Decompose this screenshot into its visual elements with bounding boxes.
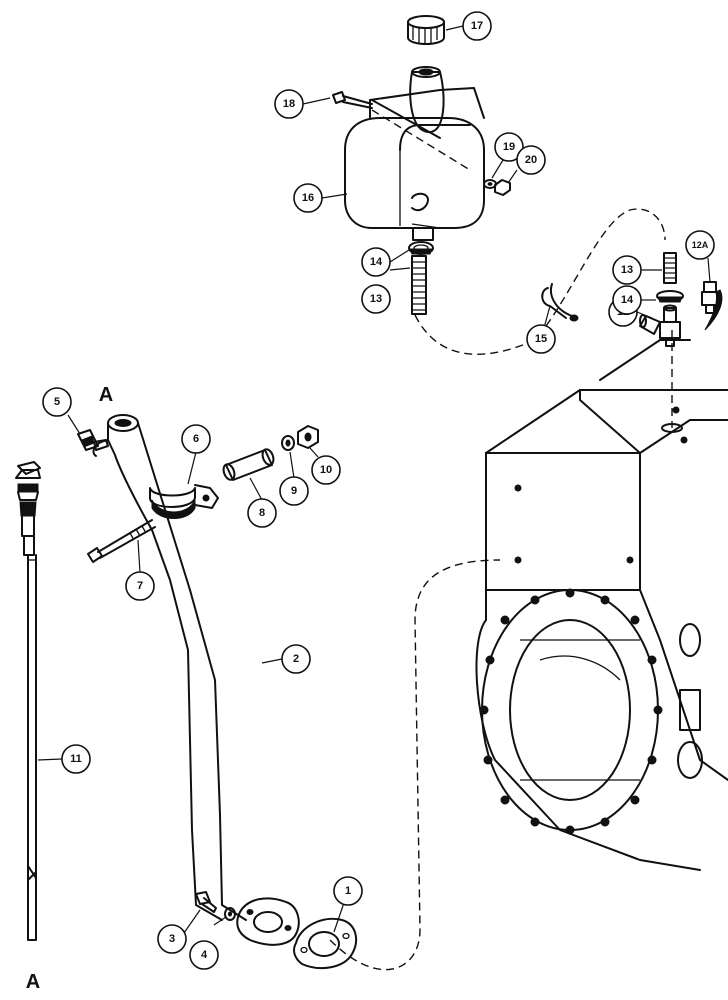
callout-12a: 12A (685, 230, 715, 260)
breather-fitting (77, 429, 109, 451)
svg-text:1: 1 (345, 885, 351, 897)
flange-gasket (293, 917, 358, 970)
fitting-12a (701, 281, 723, 331)
hose-left (411, 255, 427, 315)
hex-nut (494, 179, 511, 196)
callout-4: 4 (189, 940, 219, 970)
callout-11: 11 (61, 744, 91, 774)
svg-text:16: 16 (302, 192, 314, 204)
section-mark-top: A (99, 384, 113, 406)
svg-text:20: 20 (525, 154, 537, 166)
callout-10: 10 (311, 455, 341, 485)
callout-17: 17 (462, 11, 492, 41)
leader-lines (37, 25, 711, 934)
reservoir-tank (344, 66, 485, 241)
callout-6: 6 (181, 424, 211, 454)
callout-18: 18 (274, 89, 304, 119)
svg-text:13: 13 (621, 264, 633, 276)
callout-9: 9 (279, 476, 309, 506)
section-mark-bottom: A (26, 971, 40, 993)
svg-text:19: 19 (503, 141, 515, 153)
callout-19: 19 (494, 132, 524, 162)
svg-text:5: 5 (54, 396, 60, 408)
filler-cap (407, 15, 445, 45)
hose-route-dashed (329, 559, 501, 971)
dipstick-tube (92, 414, 300, 946)
callout-8: 8 (247, 498, 277, 528)
svg-text:7: 7 (137, 580, 143, 592)
svg-text:12A: 12A (692, 240, 709, 250)
callout-2: 2 (281, 644, 311, 674)
mounting-bolt (332, 91, 471, 171)
svg-text:10: 10 (320, 464, 332, 476)
svg-text:9: 9 (291, 485, 297, 497)
callout-1: 1 (333, 876, 363, 906)
svg-text:13: 13 (370, 293, 382, 305)
svg-text:18: 18 (283, 98, 295, 110)
hose-clamp-right (656, 290, 684, 303)
callout-14-left: 14 (361, 247, 391, 277)
svg-text:2: 2 (293, 653, 299, 665)
callout-13-left: 13 (361, 284, 391, 314)
svg-text:3: 3 (169, 933, 175, 945)
callout-7: 7 (125, 571, 155, 601)
hose-clamp-left (408, 241, 434, 255)
svg-text:4: 4 (201, 949, 208, 961)
callout-14-right: 14 (612, 285, 642, 315)
callout-13-right: 13 (612, 255, 642, 285)
svg-text:15: 15 (535, 333, 547, 345)
hose-right (663, 252, 677, 284)
svg-text:14: 14 (621, 294, 634, 306)
spacer-washer (281, 435, 295, 451)
flange-washer (224, 907, 236, 921)
dipstick (15, 461, 41, 941)
callout-15: 15 (526, 324, 556, 354)
clamp-bolt (87, 519, 156, 563)
svg-text:17: 17 (471, 20, 483, 32)
svg-text:6: 6 (193, 433, 199, 445)
callout-5: 5 (42, 387, 72, 417)
callout-20: 20 (516, 145, 546, 175)
transmission-housing (475, 339, 728, 871)
svg-text:11: 11 (70, 753, 82, 765)
svg-text:8: 8 (259, 507, 265, 519)
spacer-sleeve (222, 448, 275, 481)
callout-16: 16 (293, 183, 323, 213)
flange-bolt (195, 891, 217, 913)
lock-nut (297, 425, 319, 449)
hose-route-upper (414, 208, 666, 355)
svg-text:14: 14 (370, 256, 383, 268)
callout-3: 3 (157, 924, 187, 954)
